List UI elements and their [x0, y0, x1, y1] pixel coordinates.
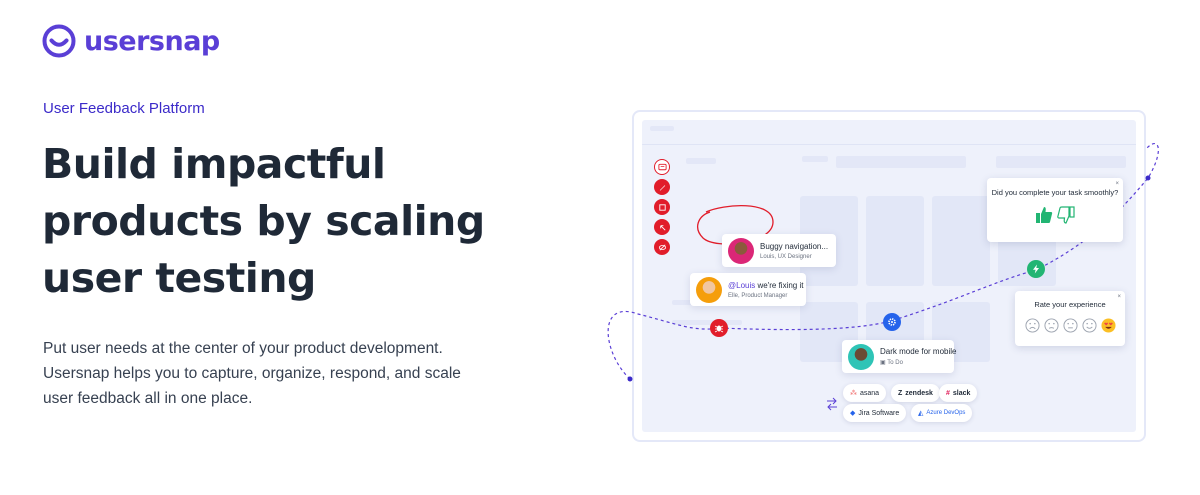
calendar-icon: ▣ — [880, 360, 888, 366]
task-title: Dark mode for mobile — [880, 347, 957, 356]
unhappy-icon[interactable] — [1043, 318, 1059, 333]
description-line: user feedback all in one place. — [43, 390, 253, 407]
rectangle-tool-button[interactable] — [654, 199, 670, 215]
usersnap-logo[interactable]: usersnap — [42, 24, 220, 58]
hero-description: Put user needs at the center of your pro… — [43, 336, 483, 411]
blur-tool-button[interactable] — [654, 239, 670, 255]
thumbs-down-icon[interactable] — [1057, 205, 1075, 225]
mention-tag: @Louis — [728, 280, 756, 290]
zendesk-integration[interactable]: Z zendesk — [891, 384, 940, 402]
rectangle-icon — [658, 203, 666, 211]
love-icon[interactable] — [1100, 318, 1116, 333]
comment-title: Buggy navigation... — [760, 241, 829, 251]
comment-author: Louis, UX Designer — [760, 253, 812, 260]
pen-tool-button[interactable] — [654, 179, 670, 195]
lightning-icon — [1033, 264, 1039, 274]
comment-card[interactable]: Buggy navigation... Louis, UX Designer — [722, 234, 836, 267]
headline-line: user testing — [42, 254, 316, 302]
thumbs-up-icon[interactable] — [1035, 205, 1053, 225]
survey-question: Did you complete your task smoothly? — [991, 188, 1119, 197]
jira-integration[interactable]: ◆ Jira Software — [843, 404, 907, 422]
comment-title: @Louis we're fixing it — [728, 280, 804, 290]
feedback-flow-lines — [607, 143, 1159, 382]
product-illustration: Buggy navigation... Louis, UX Designer @… — [598, 104, 1178, 449]
rating-survey-popup[interactable]: × Rate your experience — [1015, 291, 1125, 346]
comment-reply-card[interactable]: @Louis we're fixing it Elle, Product Man… — [690, 273, 806, 306]
arrow-icon — [659, 224, 666, 231]
usersnap-logo-icon — [42, 24, 76, 58]
azure-devops-integration[interactable]: ◭ Azure DevOps — [911, 404, 973, 422]
power-marker[interactable] — [1027, 260, 1045, 278]
avatar — [848, 343, 874, 370]
bug-icon — [714, 325, 724, 333]
blur-icon — [658, 244, 666, 250]
azure-devops-icon: ◭ — [918, 410, 924, 417]
eyebrow-label: User Feedback Platform — [43, 100, 205, 117]
annotation-toolbar — [654, 159, 670, 255]
survey-question: Rate your experience — [1034, 300, 1106, 309]
comment-tool-button[interactable] — [654, 159, 670, 175]
slack-icon: # — [946, 389, 950, 397]
page-headline: Build impactful products by scaling user… — [42, 136, 542, 307]
headline-line: Build impactful — [42, 140, 386, 188]
avatar — [728, 237, 754, 264]
slack-integration[interactable]: # slack — [939, 384, 978, 402]
task-survey-popup[interactable]: × Did you complete your task smoothly? — [987, 178, 1123, 242]
logo-wordmark: usersnap — [84, 25, 220, 57]
comment-icon — [657, 163, 667, 170]
comment-author: Elle, Product Manager — [728, 292, 788, 299]
neutral-icon[interactable] — [1062, 318, 1078, 333]
asana-integration[interactable]: ⁂ asana — [843, 384, 887, 402]
happy-icon[interactable] — [1081, 318, 1097, 333]
description-line: Put user needs at the center of your pro… — [43, 340, 443, 357]
sync-arrows-icon — [827, 397, 837, 411]
avatar — [696, 276, 722, 303]
headline-line: products by scaling — [42, 197, 485, 245]
gear-icon — [888, 318, 896, 326]
bug-marker[interactable] — [710, 319, 728, 337]
task-card[interactable]: Dark mode for mobile ▣ To Do — [842, 340, 957, 373]
description-line: Usersnap helps you to capture, organize,… — [43, 365, 461, 382]
close-icon[interactable]: × — [1115, 181, 1119, 187]
jira-icon: ◆ — [850, 410, 856, 417]
pen-icon — [659, 184, 665, 191]
task-status: ▣ To Do — [880, 360, 903, 366]
asana-icon: ⁂ — [850, 390, 857, 397]
settings-marker[interactable] — [883, 313, 901, 331]
close-icon[interactable]: × — [1117, 294, 1121, 300]
very-unhappy-icon[interactable] — [1024, 318, 1040, 333]
arrow-tool-button[interactable] — [654, 219, 670, 235]
zendesk-icon: Z — [898, 389, 903, 397]
